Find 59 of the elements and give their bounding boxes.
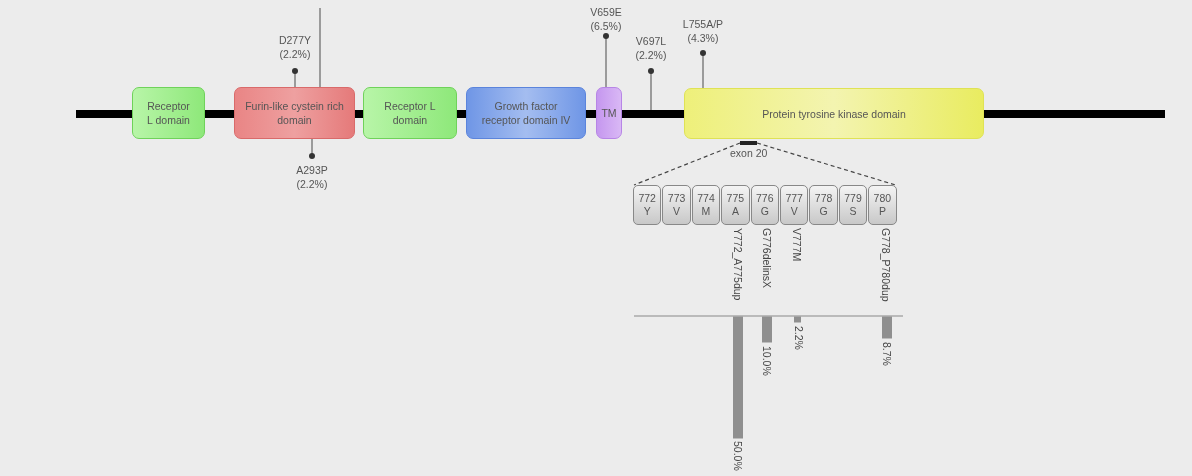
domain-box [234, 87, 355, 139]
amino-acid-letter: P [878, 205, 886, 218]
amino-acid-letter: S [849, 205, 857, 218]
amino-acid-letter: V [790, 205, 798, 218]
mutation-label: Y772_A775dup [732, 228, 744, 301]
domain-label: Receptor L domain [146, 99, 191, 127]
dashed-line [756, 142, 897, 186]
lollipop-line [700, 50, 706, 89]
amino-acid-letter: V [673, 205, 681, 218]
residue-box [750, 185, 779, 225]
domain-box [466, 87, 586, 139]
residue-box [691, 185, 721, 225]
lollipop-line [292, 68, 298, 88]
value-label: 2.2% [793, 326, 805, 350]
exon-label: exon 20 [730, 147, 768, 159]
amino-acid-letter: G [819, 205, 828, 218]
residue-box [633, 185, 662, 225]
dashed-line [633, 142, 741, 186]
domain-label: Furin-like cystein rich domain [245, 99, 344, 127]
residue-box [809, 185, 838, 225]
leader-line [319, 7, 321, 88]
mutation-label: A293P (2.2%) [287, 163, 337, 193]
domain-label: Protein tyrosine kinase domain [762, 106, 906, 121]
amino-acid-letter: M [701, 205, 711, 218]
lollipop-line [309, 138, 315, 159]
lollipop-line [603, 33, 609, 88]
mutation-label: D277Y (2.2%) [270, 33, 320, 63]
residue-number: 777 [785, 192, 803, 205]
residue-number: 780 [873, 192, 892, 205]
residue-box [838, 185, 868, 225]
residue-box [868, 185, 897, 225]
residue-number: 772 [638, 192, 656, 205]
residue-number: 773 [667, 192, 686, 205]
residue-box [662, 185, 691, 225]
value-label: 8.7% [881, 342, 893, 366]
residue-box [780, 185, 809, 225]
residue-number: 776 [756, 192, 774, 205]
amino-acid-letter: A [731, 205, 739, 218]
mutation-label: V659E (6.5%) [581, 5, 631, 35]
domain-box [596, 87, 622, 139]
domain-box [684, 88, 984, 139]
mutation-label: V777M [791, 228, 803, 262]
domain-box [363, 87, 457, 139]
domain-label: Receptor L domain [383, 99, 437, 127]
amino-acid-letter: G [760, 205, 769, 218]
residue-number: 775 [726, 192, 745, 205]
mutation-label: G776delinsX [761, 228, 773, 289]
value-label: 10.0% [761, 346, 773, 376]
value-label: 50.0% [732, 441, 744, 471]
residue-number: 774 [697, 192, 715, 205]
lollipop-line [648, 68, 654, 111]
domain-box [132, 87, 205, 139]
mutation-label: G778_P780dup [880, 228, 892, 302]
domain-label: Growth factor receptor domain IV [480, 99, 572, 127]
amino-acid-letter: Y [643, 205, 651, 218]
residue-box [721, 185, 750, 225]
domain-label: TM [601, 106, 617, 120]
residue-number: 779 [844, 192, 862, 205]
residue-number: 778 [814, 192, 833, 205]
